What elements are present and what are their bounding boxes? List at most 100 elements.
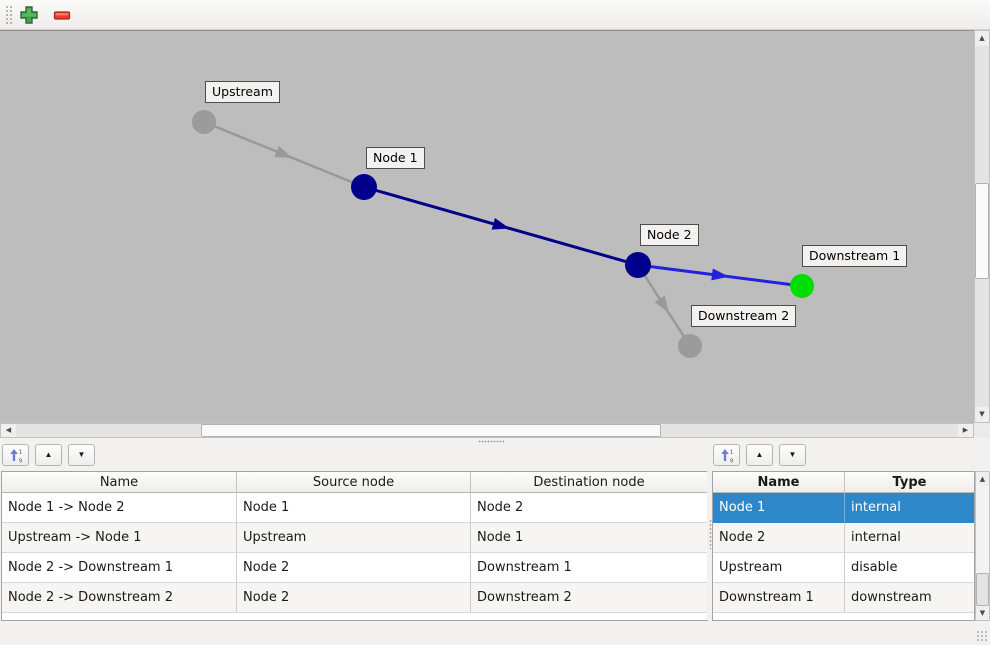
scroll-down-button[interactable]: ▼ bbox=[975, 407, 989, 422]
table-empty-area bbox=[2, 613, 707, 620]
node-label: Upstream bbox=[205, 81, 280, 103]
canvas-tables-splitter[interactable] bbox=[0, 438, 990, 445]
splitter-handle-icon bbox=[709, 519, 712, 549]
canvas-horizontal-scrollbar[interactable]: ◀ ▶ bbox=[0, 423, 974, 438]
edge-direction-arrow bbox=[274, 145, 293, 158]
table-cell[interactable]: Node 2 bbox=[713, 523, 845, 553]
vertical-scrollbar-thumb[interactable] bbox=[975, 183, 989, 279]
arrow-down-icon: ▼ bbox=[77, 450, 86, 459]
sort-ascending-icon: 1 9 bbox=[720, 448, 733, 463]
down-arrow-icon: ▼ bbox=[979, 410, 985, 418]
edge-direction-arrow bbox=[491, 218, 510, 230]
column-header[interactable]: Type bbox=[845, 472, 974, 493]
add-button[interactable] bbox=[17, 4, 41, 28]
node-label: Node 2 bbox=[640, 224, 699, 246]
edges-move-down-button[interactable]: ▼ bbox=[68, 444, 95, 466]
down-arrow-icon: ▼ bbox=[979, 608, 986, 617]
table-cell[interactable]: Node 1 bbox=[237, 493, 471, 523]
node-label: Downstream 2 bbox=[691, 305, 797, 327]
column-header[interactable]: Name bbox=[2, 472, 237, 493]
table-cell[interactable]: Node 1 -> Node 2 bbox=[2, 493, 237, 523]
window-resize-grip[interactable] bbox=[976, 630, 988, 642]
remove-button[interactable] bbox=[50, 4, 74, 28]
nodes-table-scrollbar[interactable]: ▲ ▼ bbox=[975, 471, 990, 621]
graph-svg bbox=[192, 110, 814, 358]
graph-node[interactable] bbox=[790, 274, 814, 298]
nodes-move-up-button[interactable]: ▲ bbox=[746, 444, 773, 466]
table-cell[interactable]: Node 2 bbox=[237, 583, 471, 613]
scrollbar-corner bbox=[974, 423, 990, 438]
column-header[interactable]: Destination node bbox=[471, 472, 707, 493]
toolbar-drag-handle[interactable] bbox=[5, 5, 13, 26]
table-cell[interactable]: internal bbox=[845, 523, 974, 553]
horizontal-scrollbar-thumb[interactable] bbox=[201, 424, 661, 437]
arrow-down-icon: ▼ bbox=[788, 450, 797, 459]
tables-splitter[interactable] bbox=[707, 471, 713, 620]
table-cell[interactable]: internal bbox=[845, 493, 974, 523]
svg-text:9: 9 bbox=[19, 458, 22, 463]
splitter-handle-icon bbox=[478, 440, 504, 443]
graph-node[interactable] bbox=[625, 252, 651, 278]
table-cell[interactable]: Node 2 -> Downstream 2 bbox=[2, 583, 237, 613]
svg-text:9: 9 bbox=[730, 458, 733, 463]
table-cell[interactable]: disable bbox=[845, 553, 974, 583]
left-arrow-icon: ◀ bbox=[5, 426, 12, 434]
nodes-sort-button[interactable]: 1 9 bbox=[713, 444, 740, 466]
table-cell[interactable]: Upstream -> Node 1 bbox=[2, 523, 237, 553]
edges-sort-button[interactable]: 1 9 bbox=[2, 444, 29, 466]
node-label: Downstream 1 bbox=[802, 245, 908, 267]
table-cell[interactable]: Upstream bbox=[713, 553, 845, 583]
graph-node[interactable] bbox=[351, 174, 377, 200]
column-header[interactable]: Source node bbox=[237, 472, 471, 493]
main-toolbar bbox=[0, 0, 990, 30]
edge-direction-arrow bbox=[711, 268, 729, 281]
graph-node[interactable] bbox=[678, 334, 702, 358]
scroll-right-button[interactable]: ▶ bbox=[958, 424, 973, 437]
column-header[interactable]: Name bbox=[713, 472, 845, 493]
table-cell[interactable]: Node 2 bbox=[237, 553, 471, 583]
up-arrow-icon: ▲ bbox=[979, 34, 985, 42]
plus-icon bbox=[20, 5, 38, 24]
sort-ascending-icon: 1 9 bbox=[9, 448, 22, 463]
table-cell[interactable]: Upstream bbox=[237, 523, 471, 553]
svg-text:1: 1 bbox=[19, 449, 22, 455]
table-cell[interactable]: Downstream 1 bbox=[471, 553, 707, 583]
table-cell[interactable]: downstream bbox=[845, 583, 974, 613]
minus-icon bbox=[53, 10, 71, 20]
table-cell[interactable]: Node 1 bbox=[471, 523, 707, 553]
scroll-up-button[interactable]: ▲ bbox=[976, 472, 989, 486]
table-scrollbar-thumb[interactable] bbox=[976, 573, 989, 606]
table-cell[interactable]: Downstream 1 bbox=[713, 583, 845, 613]
edge-direction-arrow bbox=[654, 295, 669, 314]
scroll-left-button[interactable]: ◀ bbox=[1, 424, 16, 437]
edges-move-up-button[interactable]: ▲ bbox=[35, 444, 62, 466]
nodes-move-down-button[interactable]: ▼ bbox=[779, 444, 806, 466]
svg-text:1: 1 bbox=[730, 449, 733, 455]
graph-node[interactable] bbox=[192, 110, 216, 134]
table-cell[interactable]: Node 2 -> Downstream 1 bbox=[2, 553, 237, 583]
arrow-up-icon: ▲ bbox=[44, 450, 53, 459]
scroll-up-button[interactable]: ▲ bbox=[975, 31, 989, 46]
arrow-up-icon: ▲ bbox=[755, 450, 764, 459]
table-cell[interactable]: Downstream 2 bbox=[471, 583, 707, 613]
table-cell[interactable]: Node 2 bbox=[471, 493, 707, 523]
up-arrow-icon: ▲ bbox=[979, 474, 986, 483]
table-cell[interactable]: Node 1 bbox=[713, 493, 845, 523]
scroll-down-button[interactable]: ▼ bbox=[976, 606, 989, 620]
right-arrow-icon: ▶ bbox=[962, 426, 969, 434]
table-empty-area bbox=[713, 613, 974, 620]
canvas-vertical-scrollbar[interactable]: ▲ ▼ bbox=[974, 30, 990, 423]
